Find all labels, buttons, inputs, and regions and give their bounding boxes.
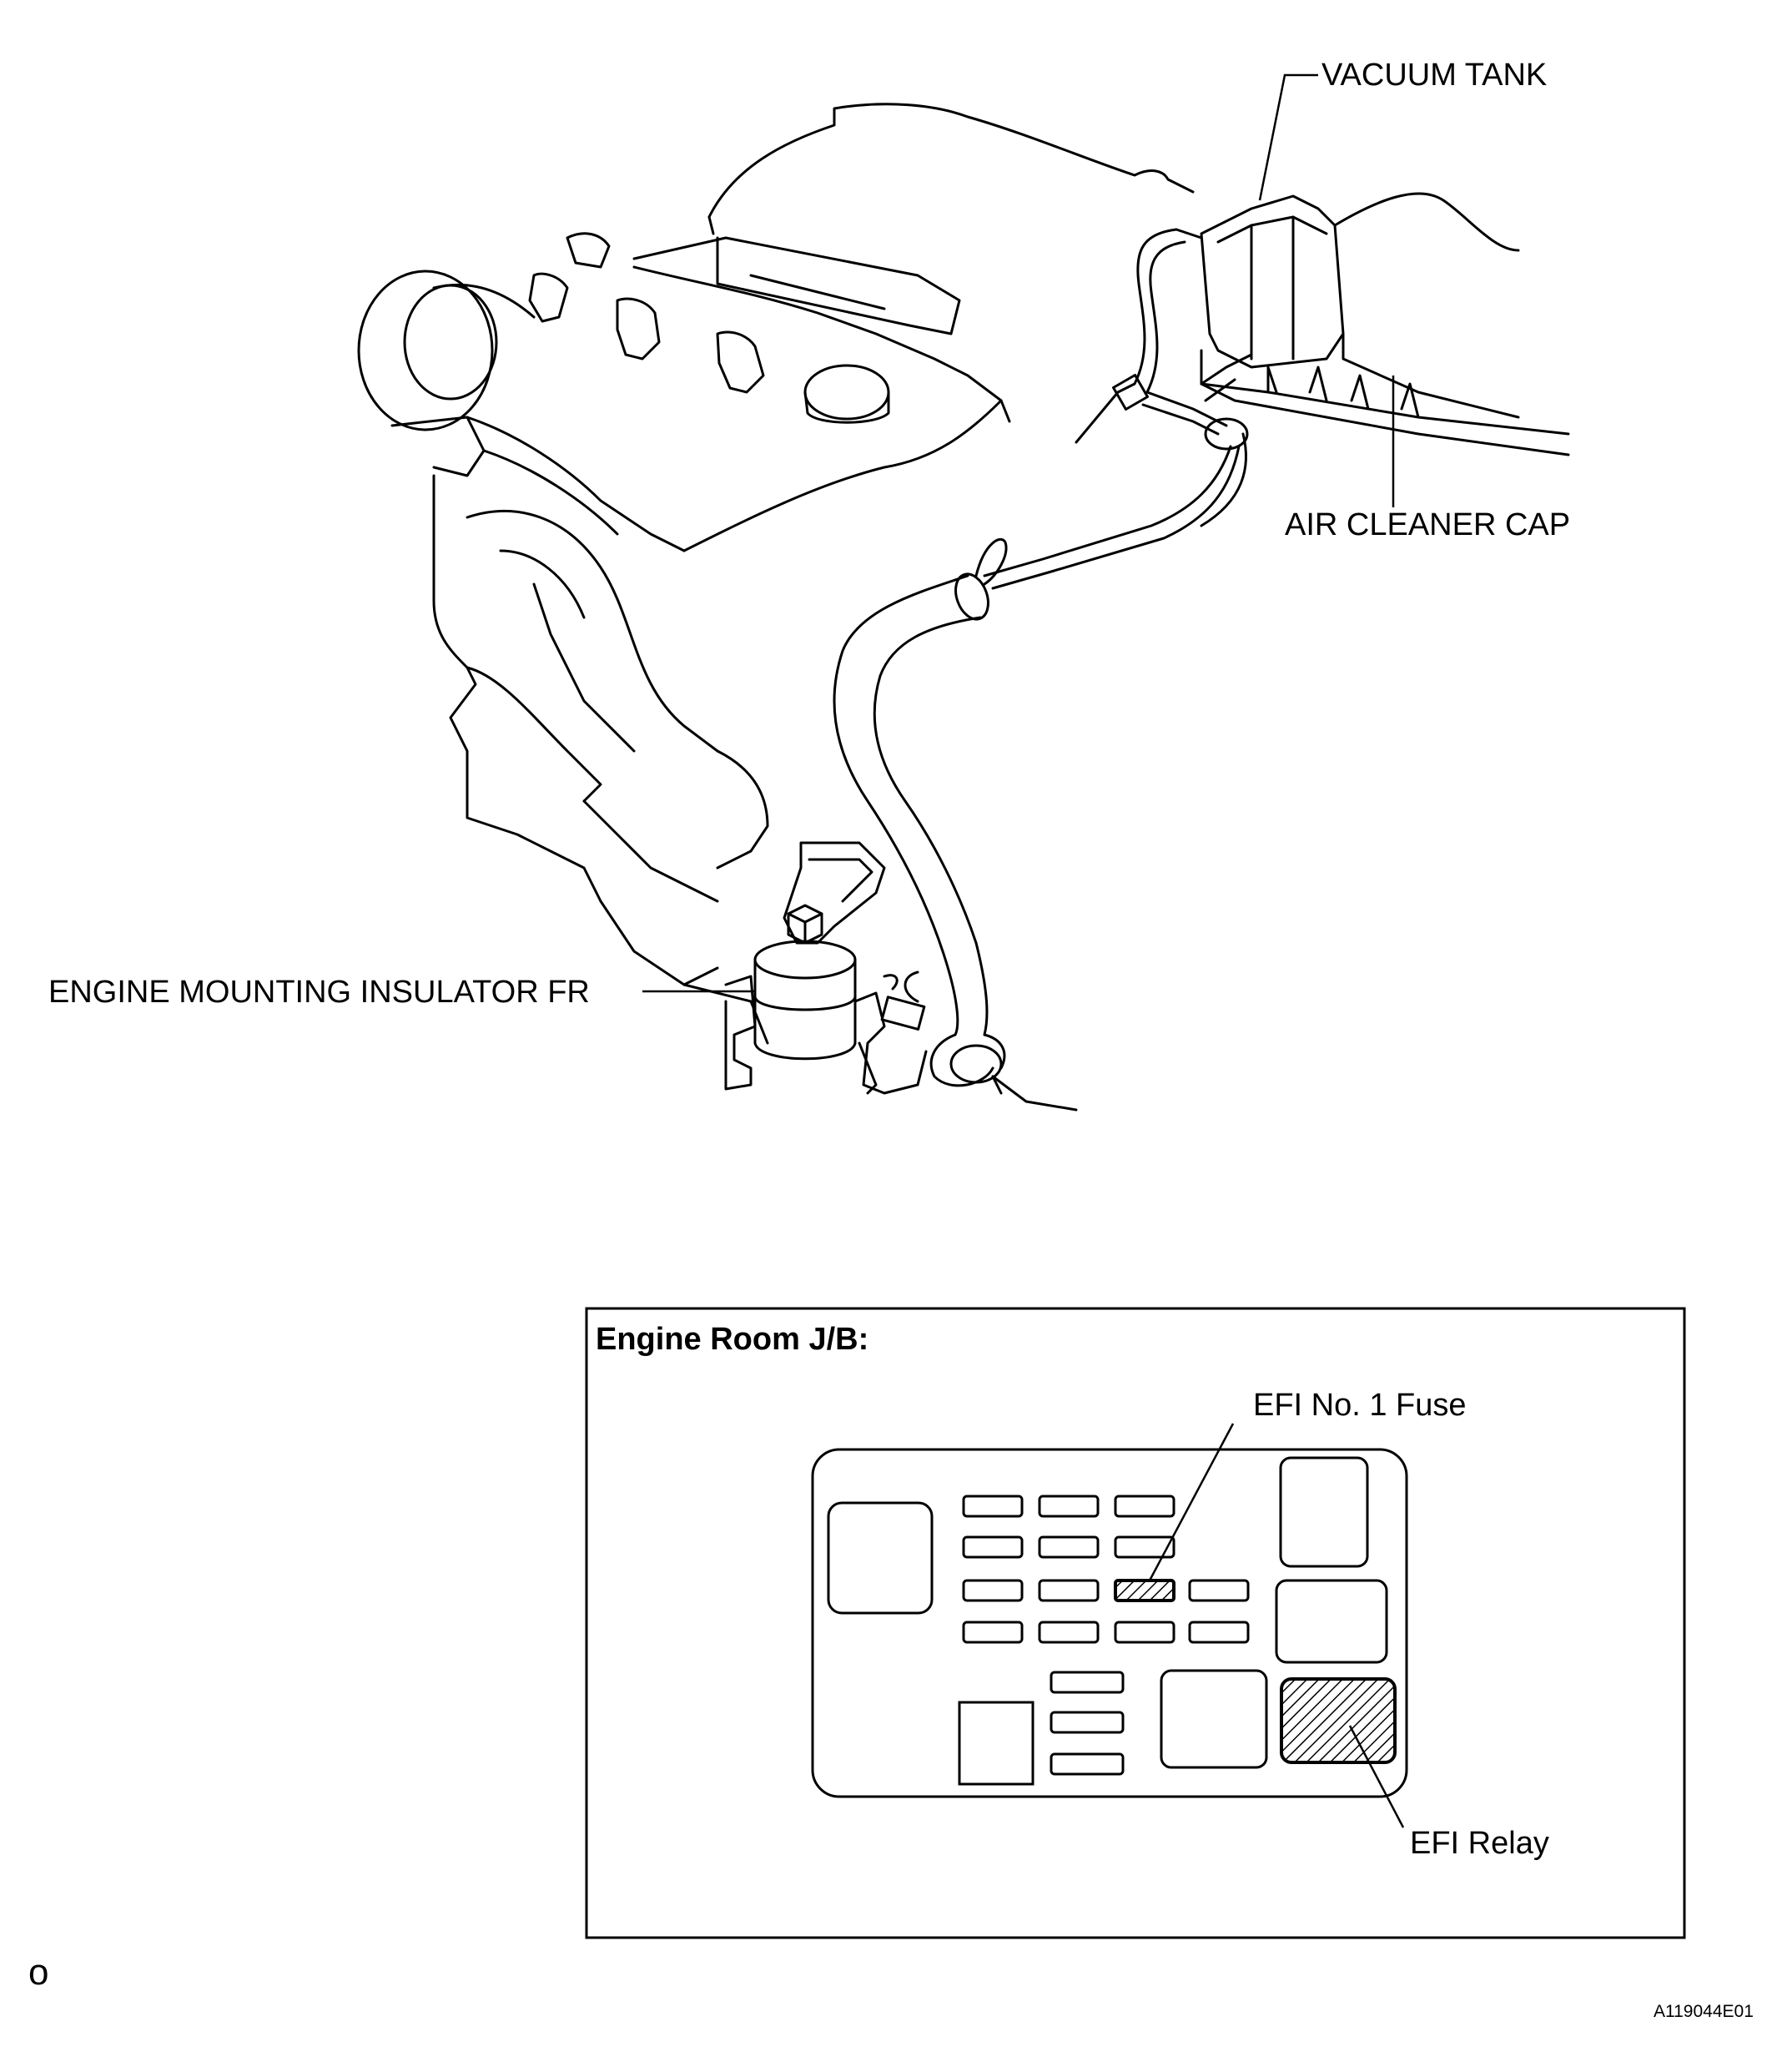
efi-fuse-highlight bbox=[1114, 1579, 1175, 1602]
efi-fuse-label: EFI No. 1 Fuse bbox=[1253, 1388, 1467, 1423]
figure-id: A119044E01 bbox=[1654, 2002, 1754, 2021]
efi-relay-label: EFI Relay bbox=[1410, 1826, 1549, 1861]
engine-mounting-insulator-label: ENGINE MOUNTING INSULATOR FR bbox=[48, 975, 590, 1010]
air-cleaner-cap-label: AIR CLEANER CAP bbox=[1285, 507, 1571, 542]
vacuum-tank-leader bbox=[1258, 73, 1318, 201]
vacuum-tank-label: VACUUM TANK bbox=[1321, 58, 1548, 93]
air-cleaner-cap-shape bbox=[1200, 349, 1570, 436]
vacuum-hose bbox=[1116, 228, 1178, 394]
wire-harness bbox=[833, 574, 969, 1036]
junction-box-panel bbox=[585, 1307, 1686, 1939]
mounting-insulator-shape bbox=[783, 841, 886, 945]
footer-mark: o bbox=[28, 1952, 49, 1993]
junction-box-title: Engine Room J/B: bbox=[596, 1322, 869, 1357]
engine-cover-outline bbox=[707, 103, 1195, 219]
efi-relay-highlight bbox=[1280, 1677, 1397, 1764]
efi-fuse-leader bbox=[1148, 1423, 1235, 1581]
efi-relay-leader bbox=[1348, 1725, 1405, 1828]
